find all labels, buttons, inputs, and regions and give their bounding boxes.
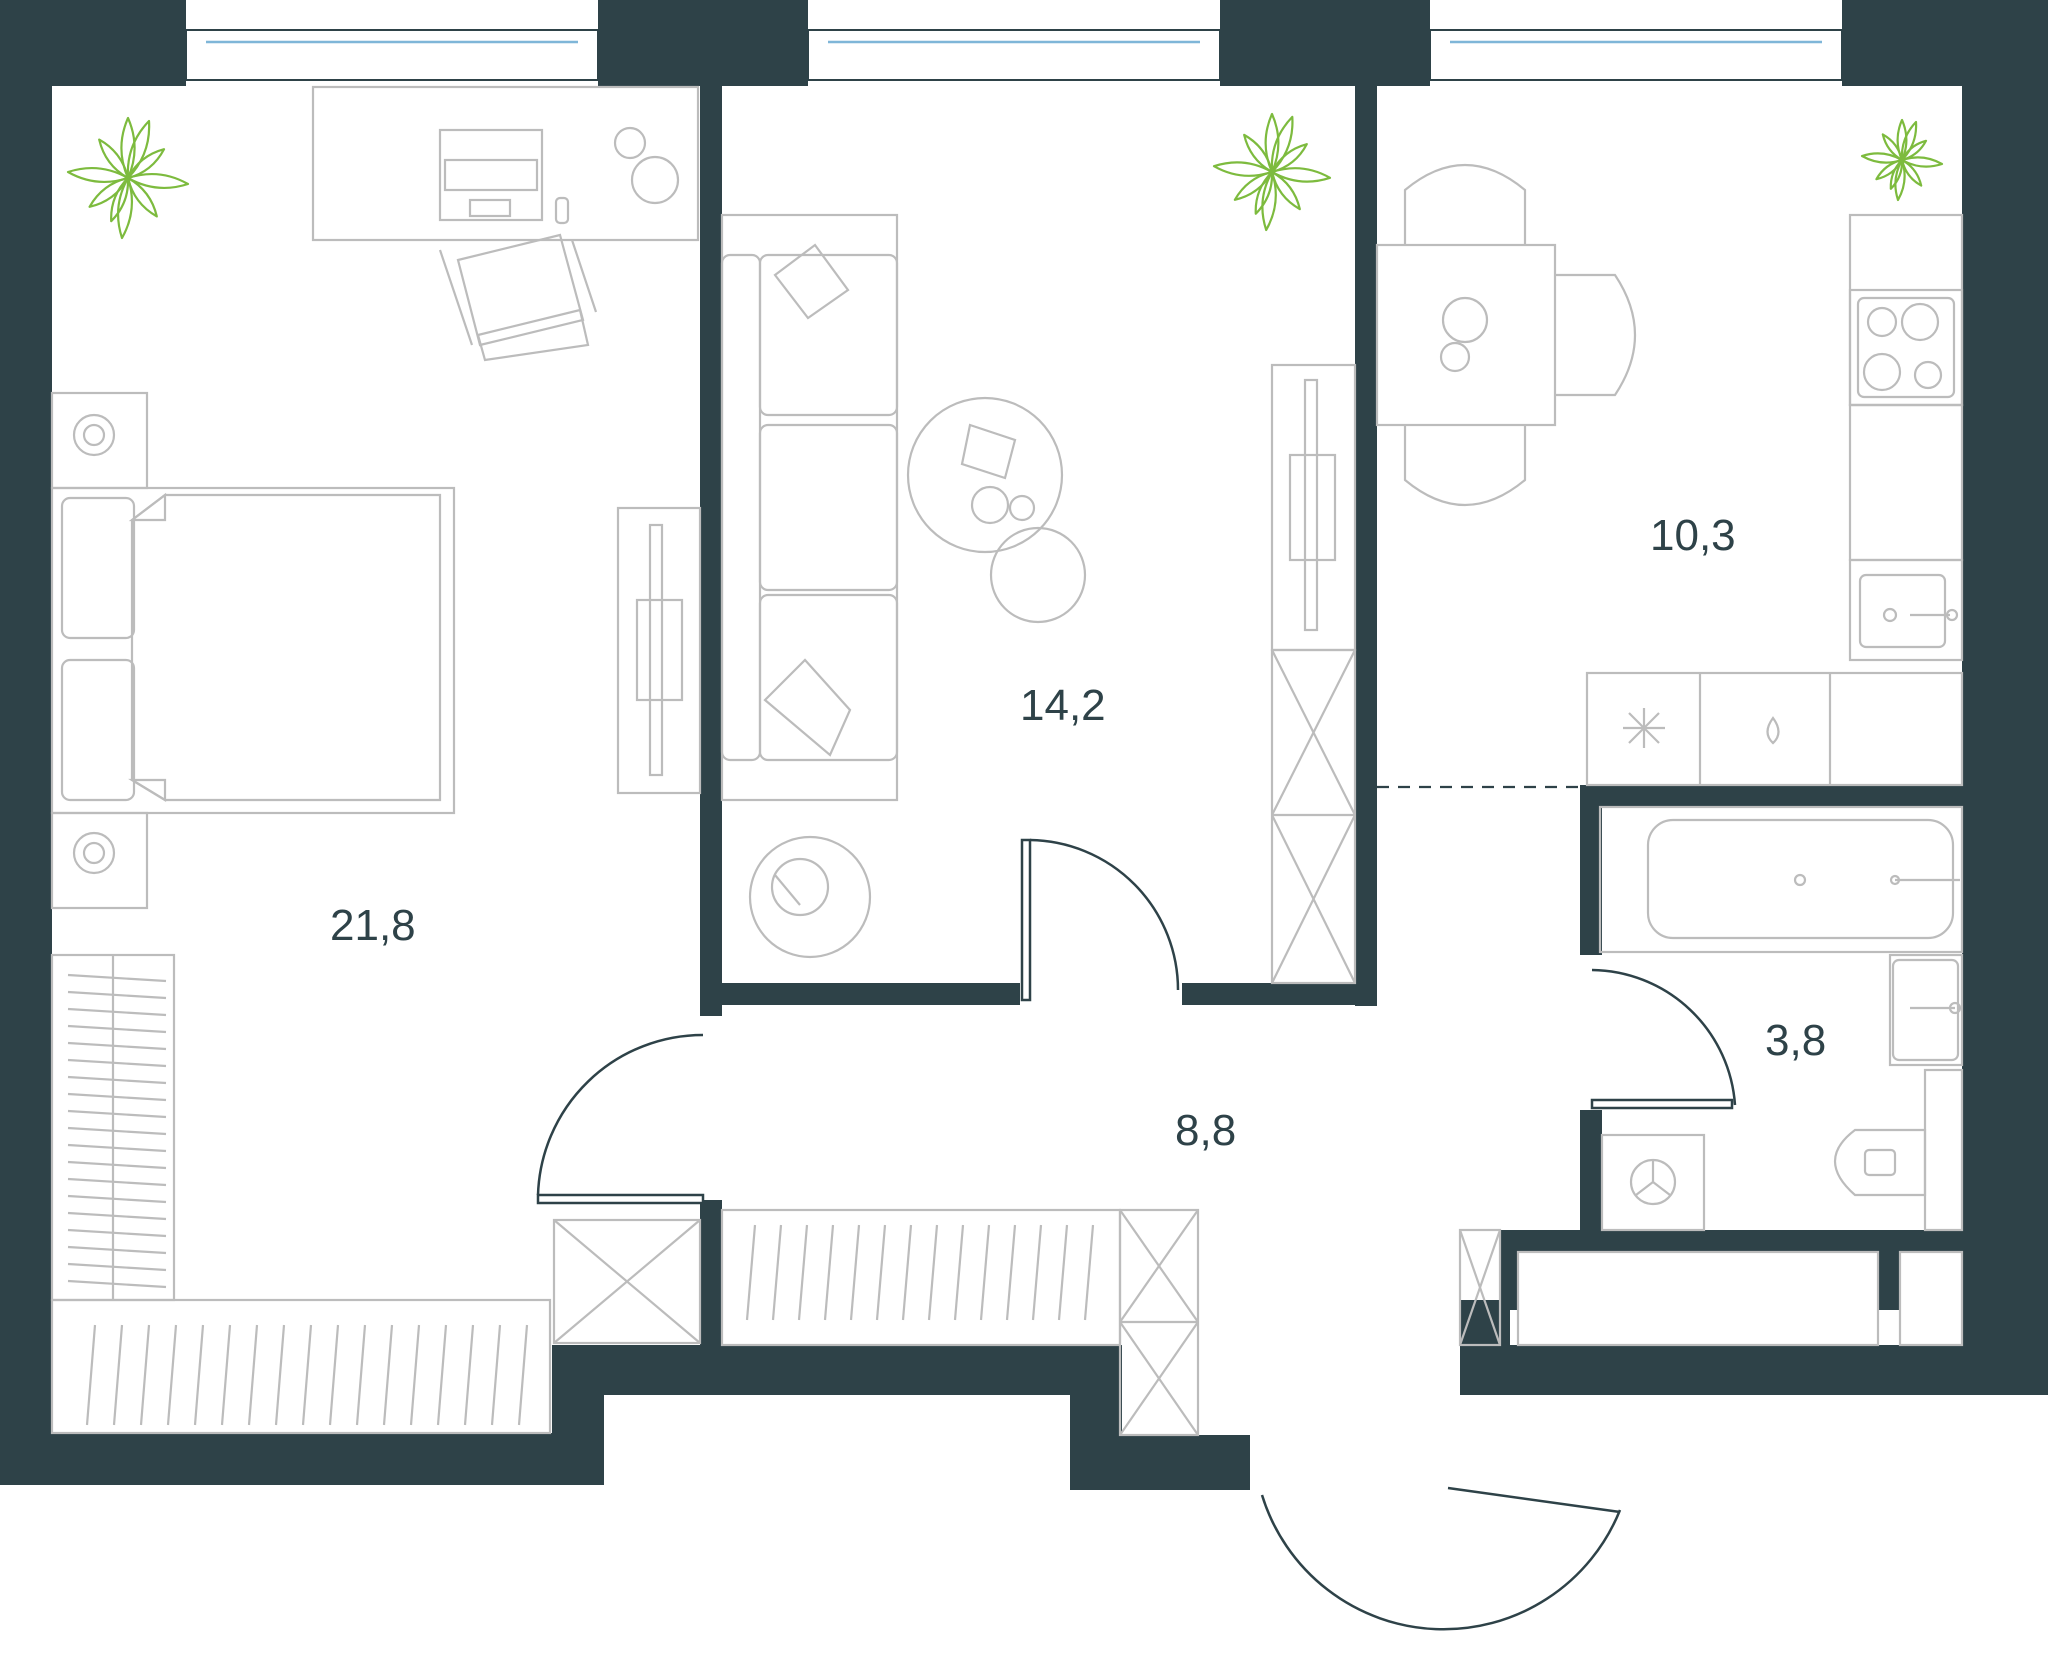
living-room-area-label: 14,2	[1020, 681, 1106, 730]
wardrobe-icon	[50, 953, 176, 1302]
hanger-line	[67, 1177, 167, 1187]
hanger-line	[301, 1324, 313, 1426]
desk-icon	[311, 85, 700, 242]
hanger-line	[67, 1245, 167, 1255]
hallway-area-label: 8,8	[1175, 1106, 1236, 1155]
wardrobe-icon	[50, 1298, 552, 1435]
hanger-line	[745, 1224, 757, 1321]
hanger-line	[490, 1324, 502, 1426]
sink-icon	[1848, 558, 1964, 662]
hanger-line	[771, 1224, 783, 1321]
stove-icon	[1848, 288, 1964, 407]
hanger-line	[112, 1324, 124, 1426]
plants	[66, 112, 1944, 240]
sofa-icon	[720, 213, 899, 802]
hanger-line	[436, 1324, 448, 1426]
coffee-table	[906, 396, 1087, 624]
armchair-icon	[748, 835, 872, 959]
hanger-line	[1083, 1224, 1095, 1321]
hanger-line	[67, 1211, 167, 1221]
nightstand-top	[50, 391, 149, 490]
toilet-icon	[1833, 1068, 1964, 1232]
wardrobe-icon	[1270, 648, 1357, 985]
walls	[0, 0, 2048, 1490]
hanger-line	[328, 1324, 340, 1426]
hanger-line	[67, 1024, 167, 1034]
hanger-line	[139, 1324, 151, 1426]
bedroom-area-label: 21,8	[330, 901, 416, 950]
plant-icon	[1860, 118, 1944, 202]
hanger-line	[85, 1324, 97, 1426]
doors	[536, 838, 1737, 1631]
wardrobe-icon	[720, 1208, 1122, 1347]
hanger-line	[67, 1075, 167, 1085]
hanger-line	[67, 1041, 167, 1051]
entrance-closet	[1516, 1250, 1964, 1347]
hanger-line	[274, 1324, 286, 1426]
hanger-line	[67, 1279, 167, 1289]
hanger-line	[953, 1224, 965, 1321]
hanger-line	[823, 1224, 835, 1321]
tv-stand-icon	[616, 506, 702, 795]
hanger-line	[875, 1224, 887, 1321]
hanger-line	[67, 1109, 167, 1119]
hanger-line	[1031, 1224, 1043, 1321]
tv-stand-icon	[1270, 363, 1357, 652]
plant-icon	[1212, 112, 1332, 232]
bed-icon	[50, 486, 456, 815]
hanger-line	[517, 1324, 529, 1426]
dining-table-icon	[1375, 164, 1637, 506]
windows	[185, 29, 1843, 81]
water-drop-icon	[1766, 716, 1780, 745]
hanger-line	[67, 1262, 167, 1272]
storage-cabinet	[1118, 1208, 1200, 1437]
hanger-line	[67, 1160, 167, 1170]
hanger-line	[849, 1224, 861, 1321]
bathroom-area-label: 3,8	[1765, 1016, 1826, 1065]
washing-machine-icon	[1600, 1133, 1706, 1232]
hanger-line	[355, 1324, 367, 1426]
hanger-line	[67, 973, 167, 983]
hanger-line	[193, 1324, 205, 1426]
dishwasher-icon	[1623, 708, 1665, 748]
hanger-line	[67, 1092, 167, 1102]
nightstand-bottom	[50, 811, 149, 910]
hanger-line	[979, 1224, 991, 1321]
hanger-line	[901, 1224, 913, 1321]
chair-icon	[438, 233, 598, 362]
shoe-cabinet	[1458, 1228, 1502, 1347]
kitchen-area-label: 10,3	[1650, 511, 1736, 560]
hanger-line	[166, 1324, 178, 1426]
hanger-line	[247, 1324, 259, 1426]
hanger-line	[67, 1228, 167, 1238]
bathtub-icon	[1598, 805, 1964, 954]
hanger-line	[382, 1324, 394, 1426]
hanger-line	[927, 1224, 939, 1321]
hanger-line	[67, 1007, 167, 1017]
hanger-line	[67, 1143, 167, 1153]
sink-icon	[1888, 953, 1964, 1067]
hanger-line	[67, 1194, 167, 1204]
hanger-line	[797, 1224, 809, 1321]
storage-cabinet	[552, 1218, 702, 1345]
hanger-line	[463, 1324, 475, 1426]
hanger-line	[220, 1324, 232, 1426]
plant-icon	[66, 116, 190, 240]
hanger-line	[409, 1324, 421, 1426]
kitchen-counter	[1585, 671, 1964, 787]
hanger-line	[1057, 1224, 1069, 1321]
hanger-line	[67, 1058, 167, 1068]
hanger-line	[1005, 1224, 1017, 1321]
hanger-line	[67, 1126, 167, 1136]
hanger-line	[67, 990, 167, 1000]
cabinet-tall	[1848, 403, 1964, 562]
